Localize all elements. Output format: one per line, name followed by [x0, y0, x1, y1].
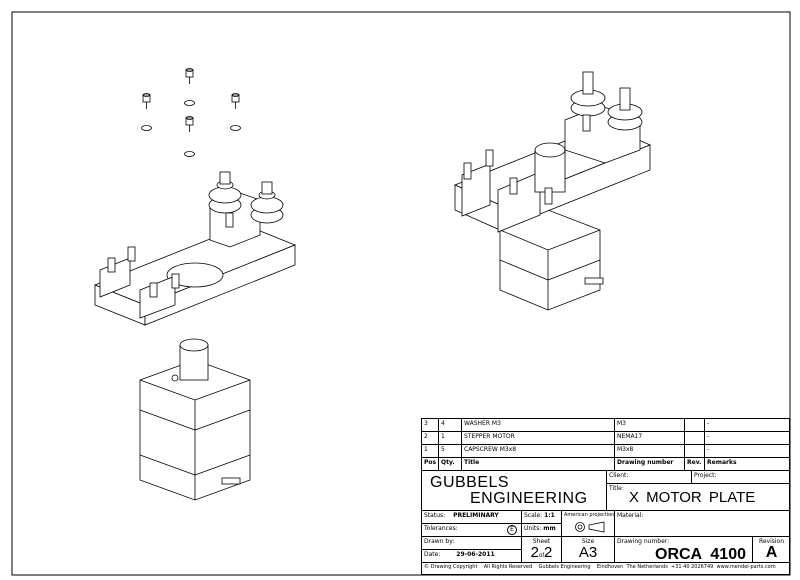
units-field: Units: mm [522, 524, 562, 537]
title-field: Title: X MOTOR PLATE [607, 484, 790, 511]
client-label: Client: [609, 472, 629, 479]
capscrew [185, 68, 194, 84]
project-field: Project: [692, 471, 790, 484]
date-field: Date: 29-06-2011 [422, 550, 522, 563]
motor-plate-exploded [93, 171, 297, 326]
drawn-by-field: Drawn by: [422, 537, 522, 550]
row-pos: 3 [422, 419, 439, 432]
row-qty: 5 [439, 445, 462, 458]
scale-field: Scale: 1:1 [522, 511, 562, 524]
washer [230, 125, 241, 131]
row-title: CAPSCREW M3x8 [462, 445, 615, 458]
washer [184, 151, 195, 157]
washer [184, 100, 195, 106]
copyright-line: © Drawing Copyright All Rights Reserved … [424, 564, 776, 570]
drawn-by-label: Drawn by: [424, 538, 455, 545]
header-pos: Pos [422, 458, 439, 471]
capscrew [231, 93, 240, 109]
status-value: PRELIMINARY [453, 512, 499, 519]
row-title: STEPPER MOTOR [462, 432, 615, 445]
exploded-fasteners [141, 68, 241, 157]
scale-value: 1:1 [544, 512, 555, 519]
company-name-line1: GUBBELS [430, 474, 510, 491]
row-remarks: - [705, 432, 790, 445]
header-rev: Rev. [685, 458, 705, 471]
project-label: Project: [694, 472, 717, 479]
status-field: Status: PRELIMINARY [422, 511, 522, 524]
scale-label: Scale: [524, 512, 543, 519]
pulley [208, 171, 242, 214]
row-drawing-number: NEMA17 [615, 432, 685, 445]
drawing-number-label: Drawing number: [617, 538, 670, 545]
pulley [250, 181, 284, 224]
drawing-number-value: ORCA 4100 [655, 546, 746, 563]
row-qty: 4 [439, 419, 462, 432]
size-field: Size A3 [562, 537, 615, 563]
assembled-view [453, 71, 652, 311]
drawing-title: X MOTOR PLATE [629, 489, 756, 506]
header-title: Title [462, 458, 615, 471]
tolerances-label: Tolerances: [424, 525, 458, 532]
company-name-line2: ENGINEERING [470, 490, 588, 507]
header-drawing-number: Drawing number [615, 458, 685, 471]
row-drawing-number: M3x8 [615, 445, 685, 458]
company-logo: GUBBELS ENGINEERING [422, 471, 607, 511]
header-qty: Qty. [439, 458, 462, 471]
pulley [607, 87, 643, 131]
revision-field: Revision A [753, 537, 790, 563]
row-rev [685, 419, 705, 432]
status-label: Status: [424, 512, 446, 519]
sheet-total: 2 [544, 544, 553, 561]
capscrew [142, 93, 151, 109]
row-drawing-number: M3 [615, 419, 685, 432]
washer [141, 125, 152, 131]
row-pos: 1 [422, 445, 439, 458]
units-label: Units: [524, 525, 542, 532]
sheet-of: of [538, 553, 544, 559]
size-label: Size [581, 538, 595, 545]
tolerance-symbol-icon: E [507, 525, 517, 535]
row-qty: 1 [439, 432, 462, 445]
row-remarks: - [705, 445, 790, 458]
date-value: 29-06-2011 [456, 551, 495, 558]
row-rev [685, 445, 705, 458]
row-title: WASHER M3 [462, 419, 615, 432]
sheet-current: 2 [530, 544, 539, 561]
drawing-frame [11, 11, 791, 576]
title-label: Title: [609, 485, 624, 492]
title-block: 3 4 WASHER M3 M3 - 2 1 STEPPER MOTOR NEM… [421, 418, 790, 575]
units-value: mm [543, 525, 556, 532]
drawing-number-field: Drawing number: ORCA 4100 [615, 537, 753, 563]
sheet-field: Sheet 2of2 [522, 537, 562, 563]
sheet-label: Sheet [532, 538, 551, 545]
projection-field: American projection [562, 511, 615, 537]
projection-symbol-icon [575, 521, 605, 533]
row-rev [685, 432, 705, 445]
size-value: A3 [578, 544, 598, 561]
client-field: Client: [607, 471, 692, 484]
projection-label: American projection [564, 512, 615, 518]
row-remarks: - [705, 419, 790, 432]
date-label: Date: [424, 551, 441, 558]
revision-label: Revision [758, 538, 785, 545]
revision-value: A [765, 544, 778, 561]
row-pos: 2 [422, 432, 439, 445]
tolerances-field: Tolerances: E [422, 524, 522, 537]
material-field: Material: [615, 511, 790, 537]
capscrew [185, 116, 194, 132]
stepper-motor-exploded [139, 338, 251, 501]
header-remarks: Remarks [705, 458, 790, 471]
material-label: Material: [617, 512, 644, 519]
pulley [570, 71, 606, 117]
